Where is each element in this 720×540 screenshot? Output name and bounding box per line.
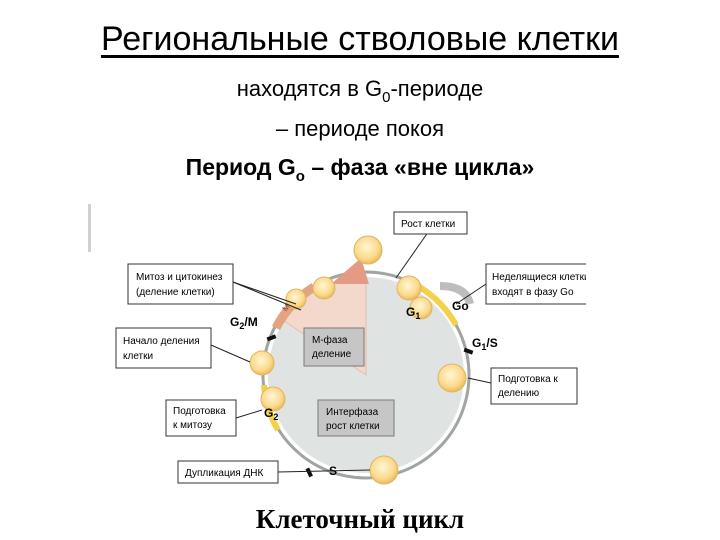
leader-line xyxy=(277,469,371,473)
callout-growth-text: Рост клетки xyxy=(401,219,455,230)
callout-prep-mitosis-line-2: к митозу xyxy=(173,420,212,431)
cell-icon xyxy=(312,276,336,300)
diagram-caption: Клеточный цикл xyxy=(255,504,465,534)
callout-prep-mitosis-line-1: Подготовка xyxy=(173,406,226,417)
callout-prep-mitosis: Подготовка к митозу xyxy=(165,399,237,437)
callout-dna: Дупликация ДНК xyxy=(177,460,279,484)
edge-shadow xyxy=(88,204,91,252)
cell-icon xyxy=(353,235,383,265)
s-marker xyxy=(305,467,313,478)
subtitle-line-1: находятся в G0-периоде xyxy=(236,76,484,106)
interphase-box xyxy=(317,399,395,437)
callout-start: Начало деления клетки xyxy=(115,327,212,369)
leader-line xyxy=(210,344,251,363)
leader-line xyxy=(395,227,432,279)
m-phase-box-line-1: М-фаза xyxy=(312,334,348,346)
interphase-box-line-2: рост клетки xyxy=(326,421,380,432)
g2m-label: G2/M xyxy=(230,315,258,331)
callout-dna-text: Дупликация ДНК xyxy=(185,468,263,479)
cell-icon xyxy=(437,363,467,393)
leader-lines xyxy=(210,227,492,473)
g1s-marker xyxy=(463,347,474,355)
subtitle-line-2: – периоде покоя xyxy=(275,116,445,141)
subtitle-line-3: Период Gо – фаза «вне цикла» xyxy=(185,154,535,185)
cell-icons xyxy=(249,235,467,485)
callout-mitosis: Митоз и цитокинез (деление клетки) xyxy=(127,263,234,305)
cell-icon xyxy=(260,386,286,412)
interphase-box-line-1: Интерфаза xyxy=(326,406,379,418)
leader-line xyxy=(232,281,302,311)
callout-nondividing-line-1: Неделящиеся клетки xyxy=(492,272,586,283)
callout-nondividing-line-2: входят в фазу Go xyxy=(492,286,574,298)
go-label: Go xyxy=(452,299,469,313)
leader-line xyxy=(467,377,492,384)
leader-line xyxy=(455,283,487,305)
cell-icon xyxy=(396,275,422,301)
m-phase-box xyxy=(303,327,365,367)
callout-mitosis-line-2: (деление клетки) xyxy=(136,287,215,298)
cell-cycle-diagram: Митоз М-фаза деление Интерфаза рост клет… xyxy=(88,204,586,485)
callout-prep-division-line-1: Подготовка к xyxy=(498,374,558,385)
callout-start-line-2: клетки xyxy=(123,351,153,362)
g2-label: G2 xyxy=(264,406,278,422)
callout-prep-division-line-2: делению xyxy=(498,388,540,399)
cell-icon xyxy=(369,455,399,485)
callout-growth: Рост клетки xyxy=(393,211,468,235)
go-arrow-band xyxy=(439,282,474,306)
slide-title: Региональные стволовые клетки xyxy=(101,20,619,58)
cell-icon xyxy=(285,288,307,310)
g2m-marker xyxy=(266,334,277,342)
g1-label: G1 xyxy=(406,305,420,321)
callout-nondividing: Неделящиеся клетки входят в фазу Go xyxy=(485,263,586,305)
g1s-label: G1/S xyxy=(472,336,498,352)
growth-arrow xyxy=(331,258,369,284)
callout-prep-division: Подготовка к делению xyxy=(490,367,578,405)
cell-icon xyxy=(409,296,433,320)
leader-line xyxy=(232,281,297,305)
leader-line xyxy=(235,409,263,419)
cell-icon xyxy=(249,350,275,376)
callout-mitosis-line-1: Митоз и цитокинез xyxy=(136,272,223,283)
callout-start-line-1: Начало деления xyxy=(123,336,200,347)
m-phase-box-line-2: деление xyxy=(312,349,352,360)
